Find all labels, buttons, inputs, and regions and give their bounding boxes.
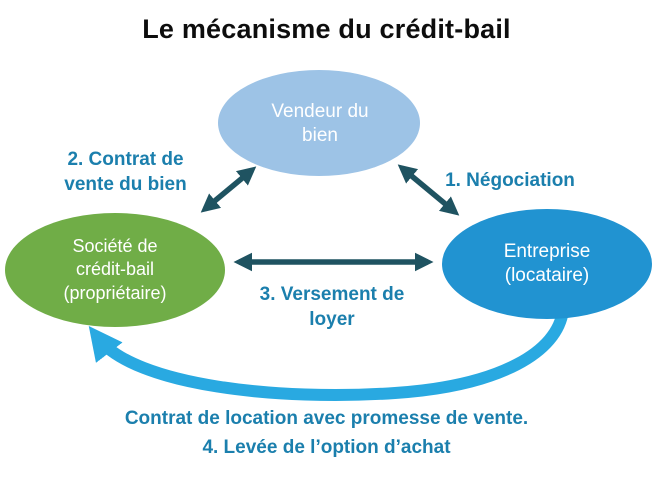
vendor-ellipse (218, 70, 420, 176)
vendor-line-2: bien (302, 125, 338, 146)
page-title: Le mécanisme du crédit-bail (142, 14, 511, 44)
lessee-node-label: Entreprise (locataire) (452, 238, 642, 290)
sale-contract-arrow (200, 166, 257, 213)
negotiation-arrow (397, 164, 460, 216)
lessor-line-1: Société de (72, 236, 158, 257)
lessee-line-1: Entreprise (503, 240, 591, 262)
rent-payment-label: 3. Versement de loyer (238, 283, 426, 332)
sale-contract-label: 2. Contrat de vente du bien (38, 148, 213, 197)
lessee-line-2: (locataire) (504, 265, 590, 286)
sale-contract-label-line-2: vente du bien (64, 173, 187, 195)
negotiation-label: 1. Négociation (445, 170, 575, 191)
rent-payment-label-line-2: loyer (309, 308, 355, 330)
vendor-node-label: Vendeur du bien (230, 96, 410, 152)
lessor-ellipse (5, 213, 225, 327)
bottom-caption-line-1: Contrat de location avec promesse de ven… (124, 408, 529, 429)
vendor-line-1: Vendeur du (271, 100, 369, 122)
bottom-caption-line-2: 4. Levée de l’option d’achat (202, 437, 451, 458)
return-curved-arrow (88, 308, 569, 402)
lessee-ellipse (442, 209, 652, 319)
lessor-line-2: crédit-bail (75, 259, 155, 280)
lessor-node-label: Société de crédit-bail (propriétaire) (12, 232, 218, 308)
sale-contract-label-line-1: 2. Contrat de (67, 149, 184, 170)
lessor-line-3: (propriétaire) (63, 282, 167, 303)
rent-payment-label-line-1: 3. Versement de (259, 284, 405, 305)
